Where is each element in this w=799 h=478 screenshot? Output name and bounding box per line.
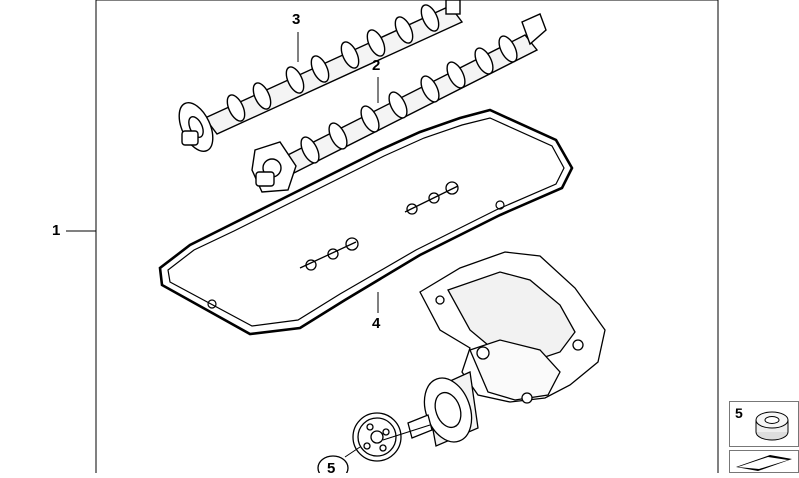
cam-lobes-lower (300, 35, 518, 164)
valve-cover-gasket (158, 108, 574, 336)
cam-lobes-upper (226, 4, 440, 122)
callout-5: 5 (327, 460, 336, 477)
oil-pump-rotor (407, 371, 479, 447)
spark-plug-seals (299, 181, 459, 271)
part-thumbnail-5[interactable]: 5 (729, 401, 799, 447)
oil-pump-housing (419, 251, 606, 404)
callout-2: 2 (372, 57, 381, 74)
part-thumbnail-arrow[interactable] (729, 450, 799, 473)
callout-4: 4 (372, 315, 381, 332)
callout-3: 3 (292, 11, 301, 28)
seal-ring-icon (755, 411, 789, 441)
leader-lines (297, 32, 379, 458)
arrow-icon (736, 455, 792, 471)
callout-1: 1 (52, 222, 61, 239)
camshaft-exhaust (251, 13, 547, 193)
drive-sprocket (352, 412, 431, 462)
group-bracket (66, 0, 719, 473)
camshaft-intake (178, 0, 464, 152)
thumbnail-label: 5 (735, 405, 743, 421)
